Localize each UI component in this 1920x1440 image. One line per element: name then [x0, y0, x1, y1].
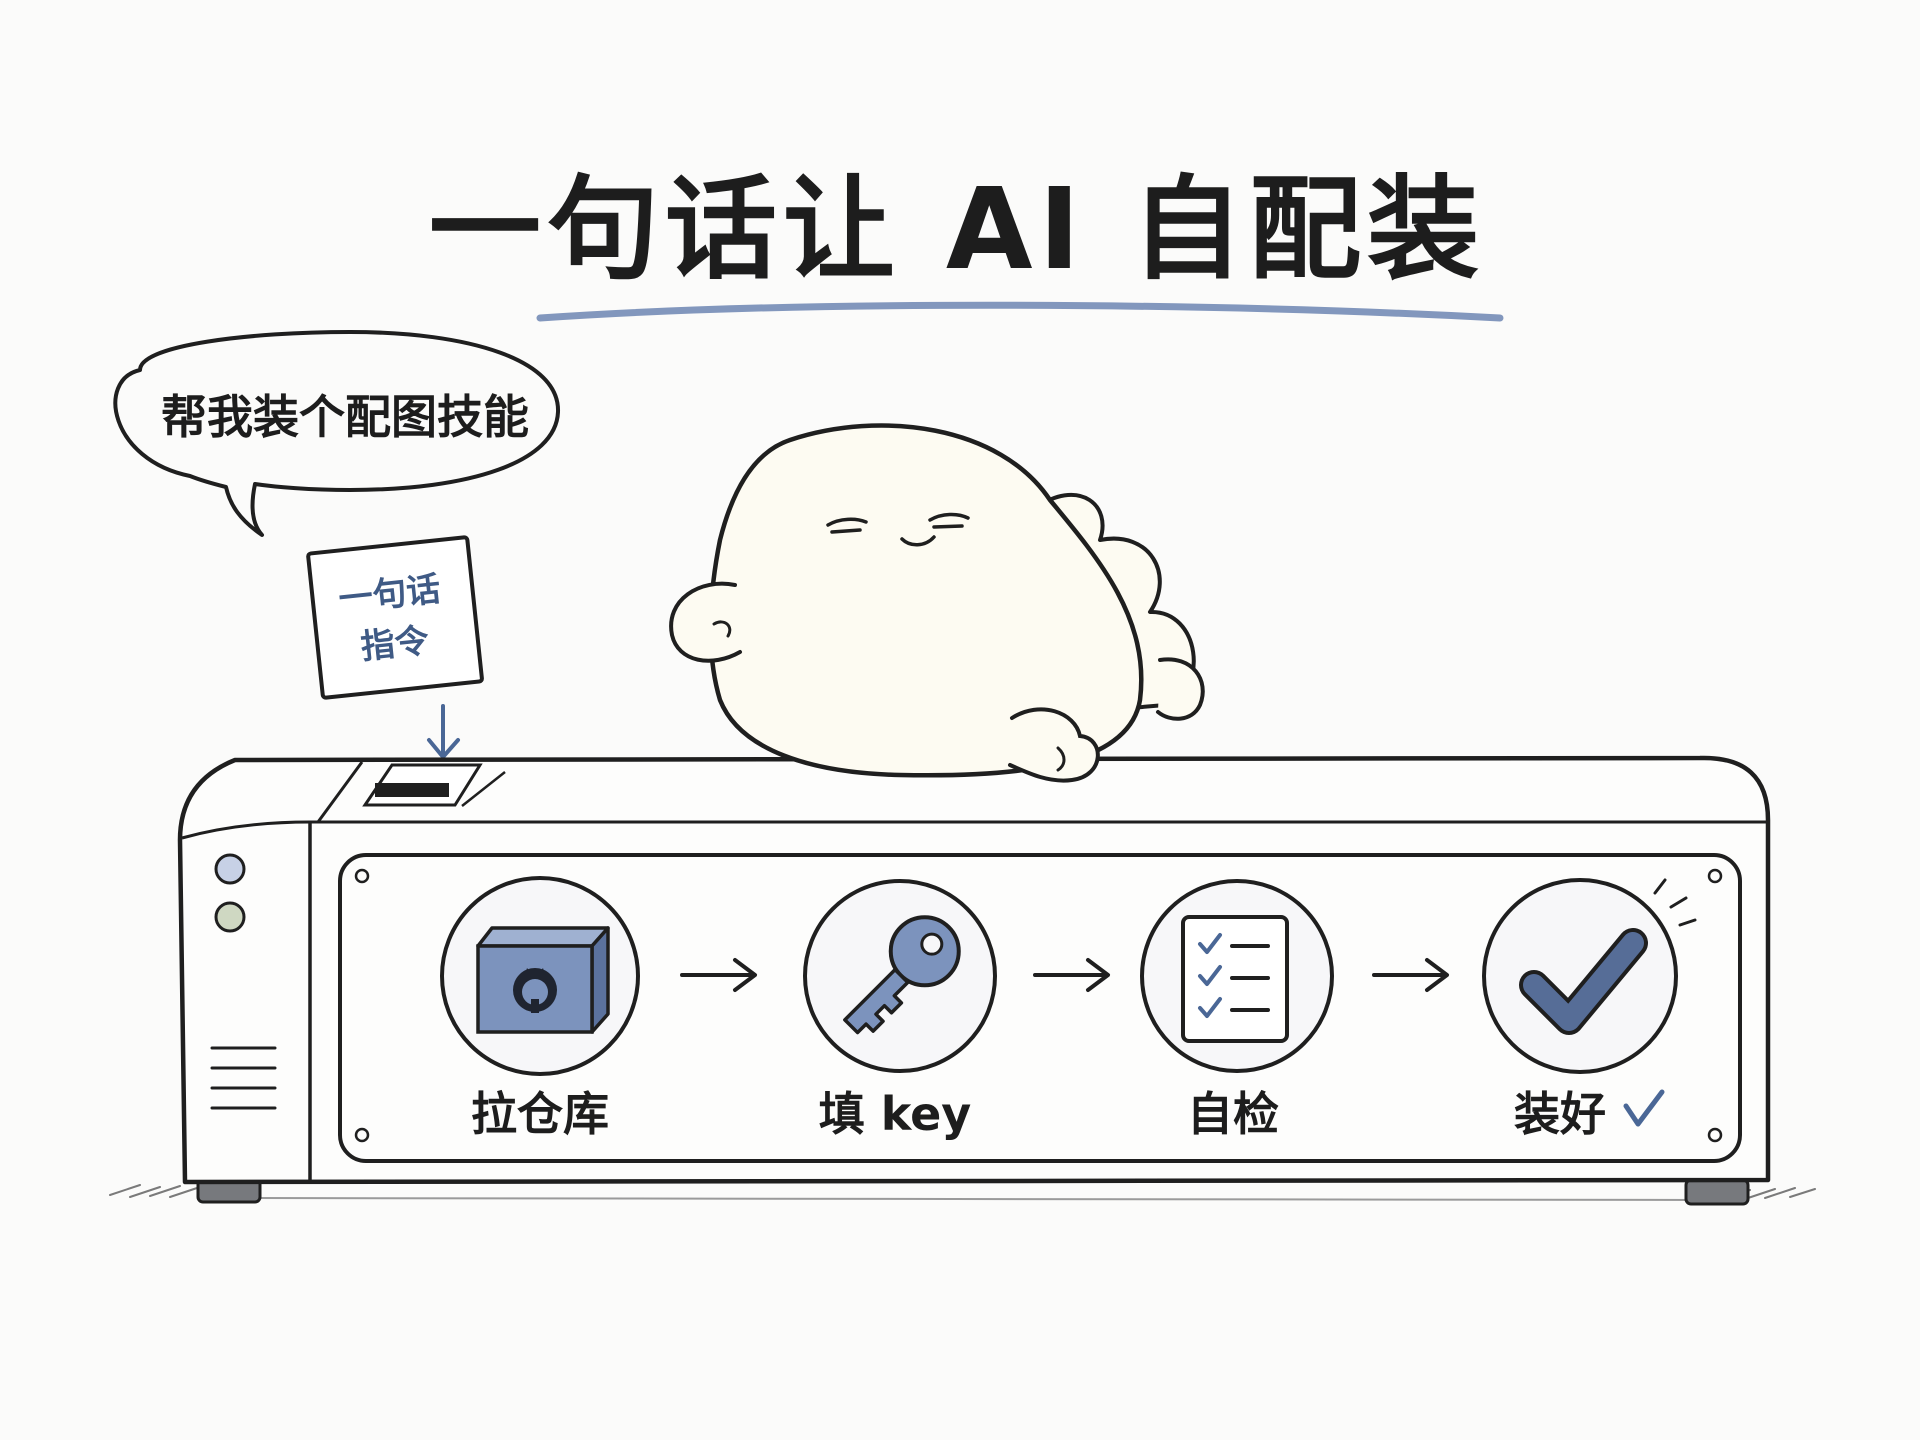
- step-2: 填 key: [803, 879, 997, 1141]
- step-3-label: 自检: [1187, 1087, 1279, 1141]
- card-slot: [375, 783, 449, 797]
- mascot: [669, 423, 1205, 783]
- step-3: 自检: [1140, 879, 1334, 1141]
- checkmark-icon: [1519, 928, 1648, 1035]
- command-card-line2: 指令: [359, 621, 432, 668]
- arrow-3-icon: [1372, 958, 1449, 992]
- mascot-face: [826, 512, 970, 547]
- step-panel: [338, 853, 1742, 1163]
- ground-shadow: [109, 1184, 1816, 1201]
- step-1-label: 拉仓库: [471, 1087, 609, 1141]
- github-box-icon: [476, 926, 610, 1034]
- page-title: 一句话让 AI 自配装: [429, 165, 1485, 295]
- status-light-blue: [214, 853, 246, 885]
- insert-arrow-icon: [427, 704, 460, 759]
- step-1: 拉仓库: [440, 876, 640, 1141]
- title-underline: [536, 301, 1504, 322]
- status-light-green: [214, 901, 246, 933]
- command-card: 一句话 指令: [306, 535, 484, 700]
- speech-bubble-text: 帮我装个配图技能: [161, 390, 529, 444]
- machine-foot-right: [1684, 1178, 1750, 1206]
- small-checkmark-icon: [1623, 1089, 1665, 1127]
- vent-grille: [210, 1046, 277, 1110]
- sparkle-lines: [1653, 878, 1697, 927]
- key-icon: [843, 915, 961, 1035]
- arrow-2-icon: [1033, 958, 1110, 992]
- step-2-label: 填 key: [819, 1087, 972, 1141]
- step-4: 装好: [1482, 878, 1697, 1141]
- arrow-1-icon: [680, 958, 757, 992]
- step-4-label: 装好: [1514, 1087, 1606, 1141]
- speech-bubble: 帮我装个配图技能: [113, 330, 561, 537]
- checklist-icon: [1181, 915, 1289, 1043]
